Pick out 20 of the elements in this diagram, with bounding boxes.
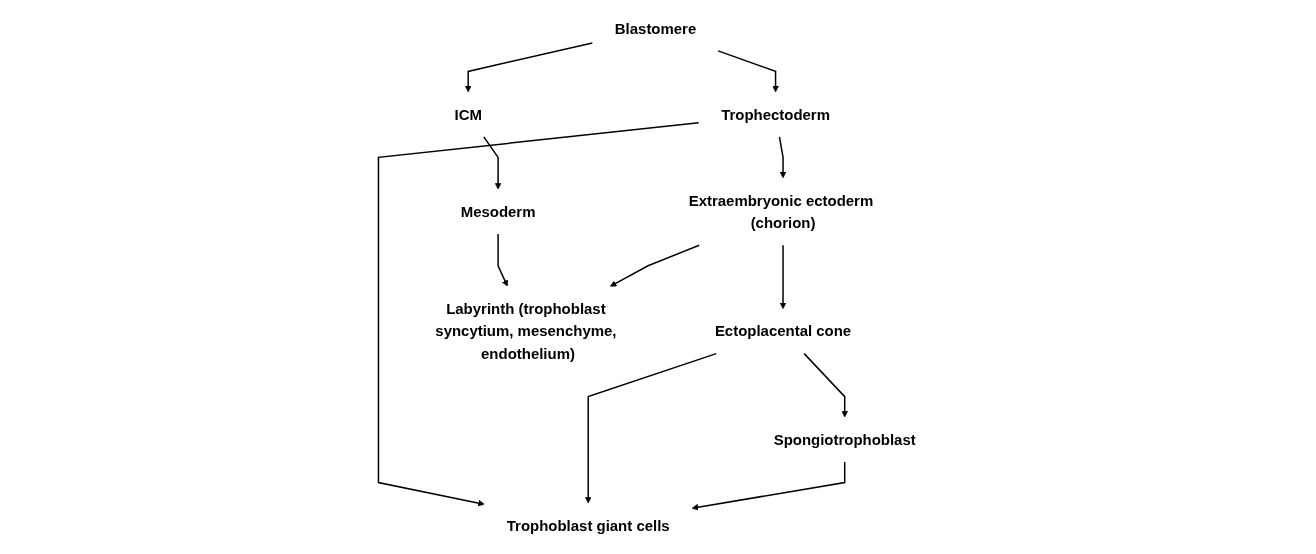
- arrow: [377, 121, 700, 507]
- arrow: [464, 42, 593, 93]
- arrow: [584, 352, 717, 504]
- arrow: [803, 352, 848, 418]
- node-text: Labyrinth (trophoblast syncytium, mesenchyme, endothelium): [435, 300, 617, 362]
- node-text: Trophoblast giant cells: [506, 517, 670, 534]
- node-text: Ectoplacental cone: [714, 322, 851, 340]
- node-text: Blastomere: [614, 20, 696, 37]
- arrow: [779, 244, 786, 310]
- arrow: [717, 50, 779, 93]
- node-text: Extraembryonic ectoderm (chorion): [688, 192, 873, 232]
- node-text: Trophectoderm: [720, 106, 830, 123]
- arrow: [497, 233, 508, 287]
- node-text: Spongiotrophoblast: [773, 431, 916, 448]
- arrow: [609, 244, 700, 287]
- arrow: [482, 136, 502, 190]
- arrow: [778, 136, 786, 179]
- node-text: ICM: [454, 106, 482, 123]
- node-text: Mesoderm: [460, 203, 536, 220]
- arrow: [691, 461, 846, 511]
